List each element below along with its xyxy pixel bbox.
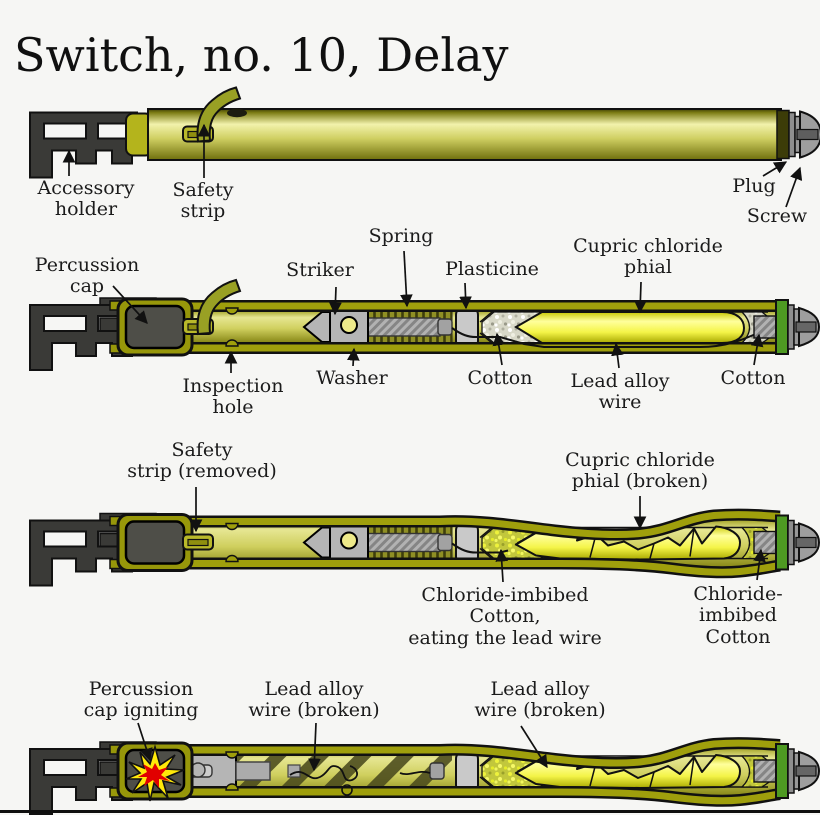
label-cap-igniting: Percussion cap igniting [83,678,199,722]
arrow-cotton-left [492,332,506,366]
bottom-border-line [0,810,820,813]
percussion-cap-shape [108,297,194,357]
arrow-percussion-cap [112,285,148,324]
wire-anchor [429,762,445,780]
illustration-exterior [29,86,820,179]
arrow-cotton-right [750,333,764,366]
arrow-plug [762,161,788,177]
arrow-striker [329,286,342,316]
label-cotton-left: Cotton [467,367,533,389]
arrow-screw [785,166,803,208]
label-lead-wire: Lead alloy wire [570,370,670,414]
arrow-spring [400,250,413,308]
label-inspection-hole: Inspection hole [182,375,284,419]
arrow-cap-igniting [137,722,153,762]
label-cotton-eating: Chloride-imbibed Cotton, eating the lead… [408,584,602,649]
page-title: Switch, no. 10, Delay [14,28,509,82]
arrow-washer [346,347,360,367]
percussion-cap-shape [108,513,194,572]
label-safety-strip: Safety strip [172,179,234,223]
label-accessory-holder: Accessory holder [37,177,135,221]
label-cotton-right: Cotton [720,367,786,389]
arrow-cupric-phial [634,281,647,314]
label-cotton-imbibed: Chloride- imbibed Cotton [693,583,783,648]
label-phial-broken: Cupric chloride phial (broken) [565,449,715,493]
label-cupric-phial: Cupric chloride phial [573,235,723,279]
arrow-wire-broken-left [308,722,321,772]
screw-washer-plate [788,111,796,158]
label-screw: Screw [746,205,808,227]
arrow-plasticine [459,282,472,310]
lead-alloy-wire-eaten [451,542,509,554]
label-spring: Spring [368,225,434,247]
label-striker: Striker [286,259,354,281]
inspection-hole-exterior [227,108,247,118]
broken-wire-squiggle [289,765,358,782]
arrow-cotton-eating [495,548,509,583]
illustration-armed-cutaway [29,279,820,371]
plug-shape [776,109,790,160]
label-percussion-cap: Percussion cap [34,254,140,298]
broken-wire-stub [399,770,431,776]
label-plug: Plug [732,175,776,197]
screw-slot [796,128,819,141]
broken-wire-loop [341,784,353,796]
arrow-cotton-imbibed [753,548,766,581]
tube-body [147,108,782,161]
label-washer: Washer [316,367,388,389]
arrow-lead-wire [611,342,624,369]
arrow-wire-broken-right [520,725,548,769]
accessory-holder-shape [29,111,138,179]
label-strip-removed: Safety strip (removed) [127,439,277,483]
callout-arrows [62,123,803,772]
cupric-chloride-phial-shape [515,311,745,344]
safety-strip-slot-empty [182,533,214,551]
label-wire-broken-right: Lead alloy wire (broken) [474,678,606,722]
illustration-activated-cutaway [29,513,820,587]
label-plasticine: Plasticine [445,258,539,280]
illustration-fired-cutaway [29,742,820,815]
label-wire-broken-left: Lead alloy wire (broken) [248,678,380,722]
lead-alloy-wire-shape [451,327,759,348]
ignition-burst-inner [138,763,170,788]
